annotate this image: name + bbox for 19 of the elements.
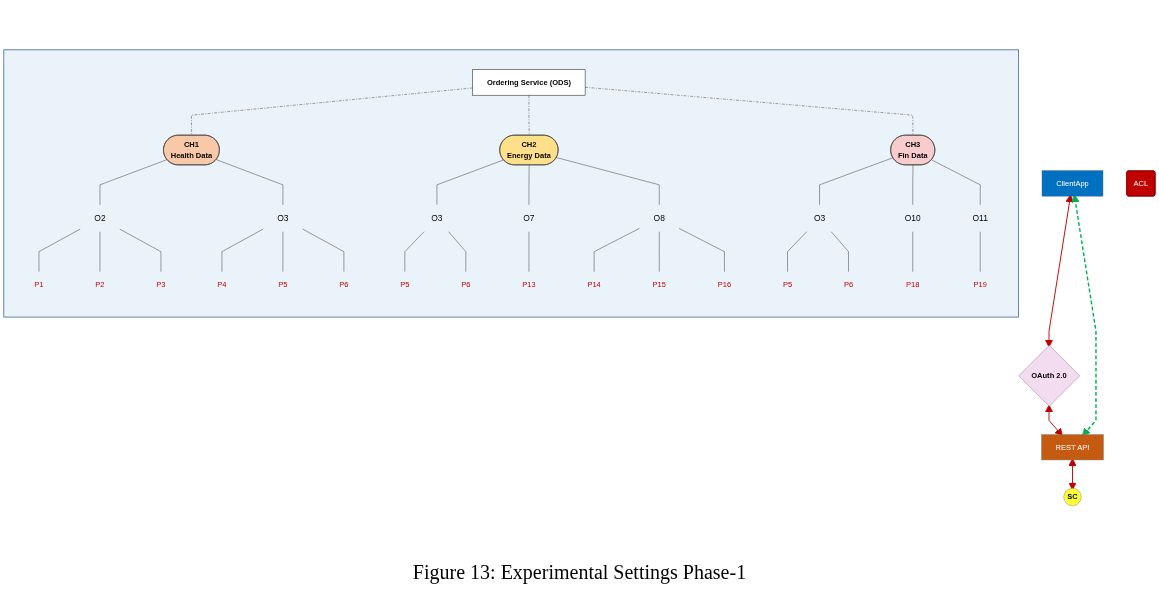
node-text: O3 [277,213,289,223]
cluster [3,49,1019,318]
connector [528,94,530,136]
node-text: O3 [431,213,443,223]
figure-caption: Figure 13: Experimental Settings Phase-1 [412,560,747,586]
node-text: O2 [94,213,106,223]
connector [912,164,914,205]
connector [216,159,284,205]
connector [819,157,894,205]
node-text: O10 [904,213,921,223]
node-text: O3 [813,213,826,223]
node-text: O11 [972,213,988,223]
connector [99,159,168,205]
node-text: O7 [523,213,535,223]
node-text: O8 [653,213,665,223]
connector [556,157,660,205]
connector [528,164,530,205]
connector [436,159,504,205]
connector [931,159,981,205]
